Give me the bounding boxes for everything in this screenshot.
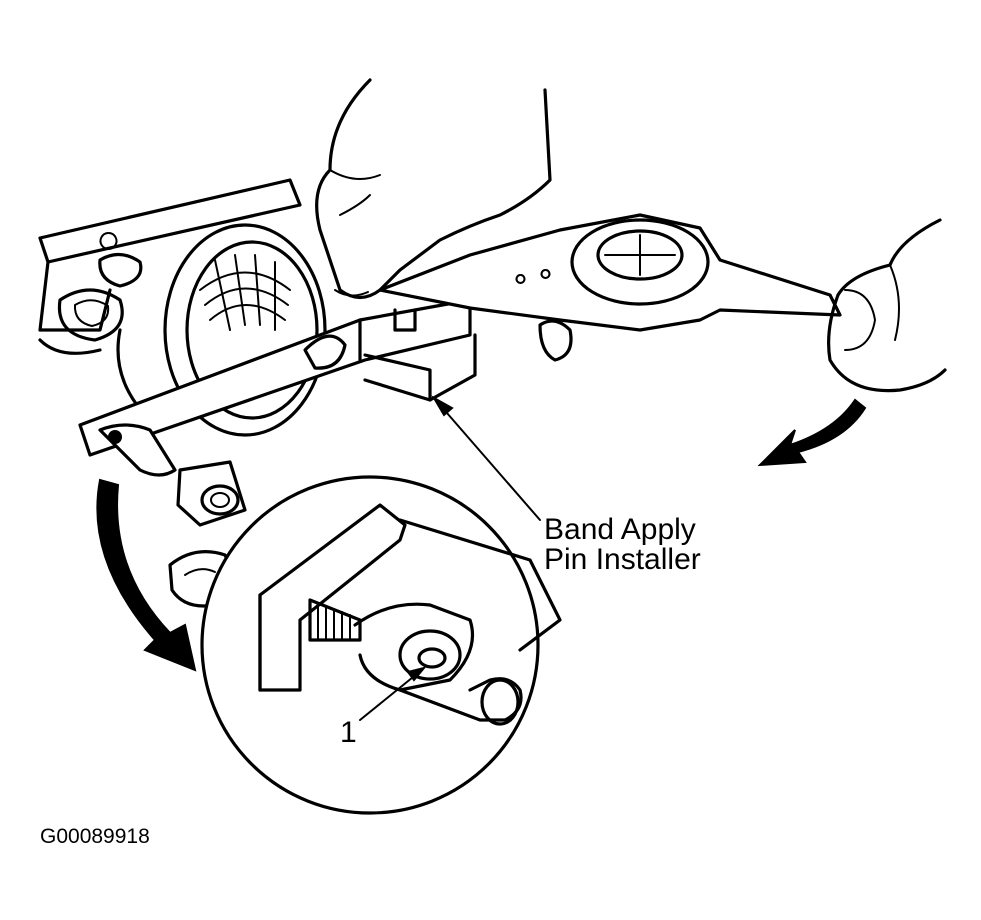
tool-leader-arrowhead	[431, 395, 454, 417]
detail-leader-line	[359, 672, 419, 721]
hand-right	[827, 218, 947, 393]
hand-left	[315, 78, 552, 300]
tool-label-line-2: Pin Installer	[544, 543, 701, 576]
installer-lever	[78, 298, 477, 477]
pivot-bolts	[168, 460, 247, 608]
detail-leader-arrowhead	[406, 666, 427, 682]
detail-magnifier	[200, 475, 562, 815]
detail-callout-number: 1	[340, 716, 357, 749]
figure-id: G00089918	[40, 825, 150, 848]
tool-leader-line	[439, 404, 541, 521]
transmission-case	[38, 178, 302, 422]
tool-label-line-1: Band Apply	[544, 513, 696, 546]
servo-drum	[163, 223, 327, 437]
tool-label: Band Apply Pin Installer	[544, 515, 701, 575]
rotation-arrow-left	[96, 478, 197, 672]
rotation-arrow-right	[757, 398, 867, 467]
